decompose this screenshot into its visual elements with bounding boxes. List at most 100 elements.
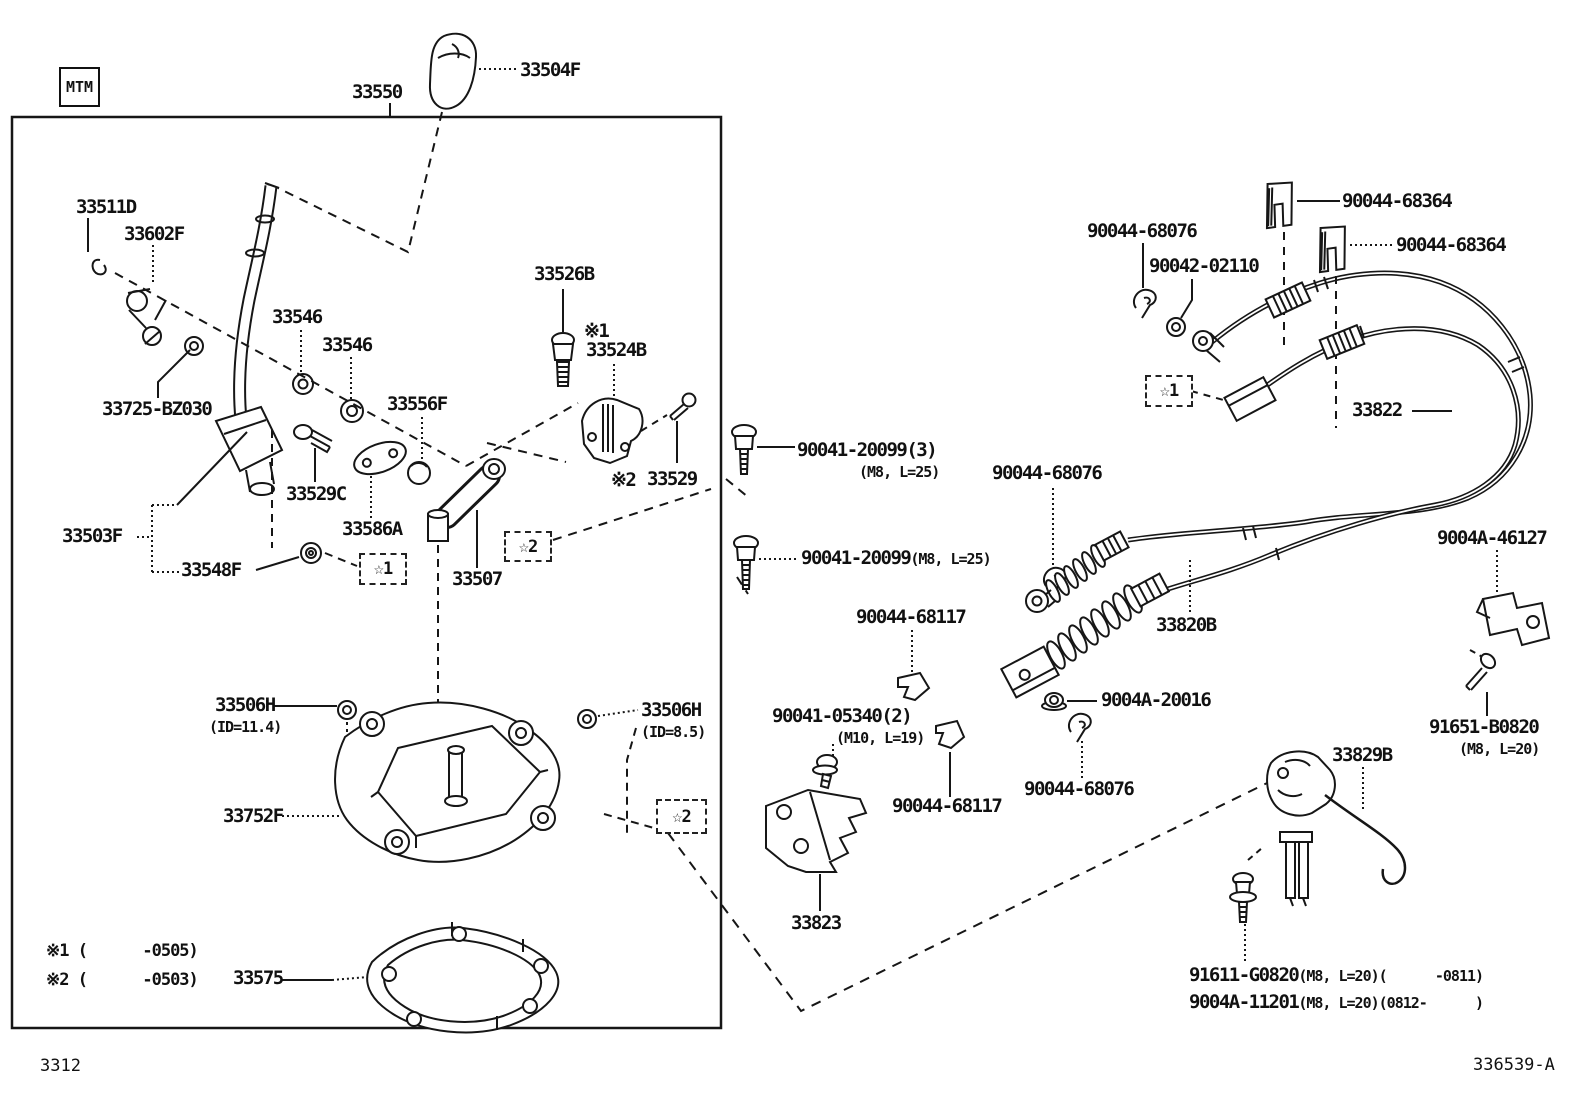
part-label-90042-02110: 90042-02110: [1149, 255, 1260, 277]
grommet-33548F-drawing: [255, 542, 322, 571]
label-leader: [300, 330, 423, 461]
cable-adjusterA-drawing: [1264, 281, 1312, 319]
part-label-33829B: 33829B: [1332, 744, 1393, 766]
bracket-33524B-drawing: [580, 364, 644, 465]
footnote-1: ※1 ( -0505): [46, 941, 199, 961]
part-label-33820B: 33820B: [1156, 614, 1217, 636]
shift-lever-drawing: [214, 182, 284, 496]
grommet-33506H-right-drawing: [577, 709, 639, 836]
label-leader: [137, 504, 180, 573]
part-spec: (M8, L=20)(0812- ): [1298, 994, 1484, 1012]
clevis-end-drawing: [1192, 330, 1225, 363]
part-label-33529: 33529: [647, 468, 698, 490]
part-label-90044-68364-b: 90044-68364: [1396, 234, 1507, 256]
part-label-33546-b: 33546: [322, 334, 373, 356]
part-label-91651-B0820: 91651-B0820(M8, L=20): [1429, 716, 1540, 758]
part-label-90044-68364-a: 90044-68364: [1342, 190, 1453, 212]
star1-marker: ☆1: [373, 559, 394, 579]
cable-adjusterB-drawing: [1318, 323, 1366, 361]
plate-33586A-drawing: [353, 440, 407, 518]
footnote-2: ※2 ( -0503): [46, 970, 199, 990]
assembly-axis-dash: [114, 272, 467, 467]
housing-star-dash: [603, 813, 655, 829]
part-label-9004A-11201: 9004A-11201(M8, L=20)(0812- ): [1189, 991, 1484, 1013]
bolt-20099a-drawing: [731, 424, 795, 475]
part-label-33529C: 33529C: [286, 483, 347, 505]
bracket-68364b-drawing: [1318, 225, 1346, 274]
assembly-axis-dash2: [465, 402, 579, 467]
part-label-33503F: 33503F: [62, 525, 123, 547]
part-label-90041-20099: 90041-20099(M8, L=25): [801, 547, 992, 569]
bushing-drawings: [184, 336, 431, 485]
ref-marker-2: ※2: [611, 469, 637, 491]
part-spec: (M8, L=20)( -0811): [1298, 967, 1484, 985]
grommet-33506H-left-drawing: [274, 700, 357, 788]
cable-33822-drawing: [1127, 270, 1533, 543]
figure-code: 336539-A: [1473, 1055, 1555, 1075]
part-label-33506H-right: 33506H(ID=8.5): [641, 699, 706, 741]
part-spec: (ID=8.5): [641, 723, 706, 741]
shift-knob-drawing: [428, 32, 518, 110]
bolt-33529C-drawing: [293, 424, 333, 482]
bolt-B0820-drawing: [1465, 652, 1497, 716]
bracket-68364a-drawing: [1265, 181, 1293, 230]
transmission-type-tag: MTM: [59, 67, 100, 107]
clip-68076-top-drawing: [1132, 288, 1157, 319]
part-spec: (ID=11.4): [209, 718, 282, 736]
part-label-33752F: 33752F: [223, 805, 284, 827]
star2-marker: ☆2: [518, 536, 539, 557]
panel-border: [10, 115, 723, 1030]
part-spec: (M8, L=25): [910, 550, 991, 568]
part-label-33586A: 33586A: [342, 518, 403, 540]
part-label-90044-68117-up: 90044-68117: [856, 606, 967, 628]
part-label-33575: 33575: [233, 967, 284, 989]
part-label-33506H-left: 33506H(ID=11.4): [209, 694, 282, 736]
pivot-33507-drawing: [427, 458, 506, 568]
part-label-90044-68076-low: 90044-68076: [1024, 778, 1135, 800]
lever-33829B-drawing: [1266, 750, 1407, 907]
star2-marker-box-left: ☆2: [504, 531, 552, 562]
bolt-20099b-drawing: [733, 535, 799, 590]
star2-marker: ☆2: [672, 806, 692, 827]
cross-reference-dash: [667, 762, 1309, 1013]
part-label-33548F: 33548F: [181, 559, 242, 581]
part-label-33507: 33507: [452, 568, 503, 590]
part-spec: (M10, L=19): [836, 729, 925, 747]
nut-20016-drawing: [1041, 692, 1097, 711]
part-label-33526B: 33526B: [534, 263, 595, 285]
part-label-90044-68117-low: 90044-68117: [892, 795, 1003, 817]
part-label-33556F: 33556F: [387, 393, 448, 415]
bolt-05340-drawing: [812, 744, 838, 790]
cable-end-block-drawing: [1223, 375, 1277, 423]
clip-68076-low-drawing: [1067, 712, 1092, 743]
star1-marker-box-left: ☆1: [359, 553, 407, 585]
lever-arm-33602F-drawing: [126, 245, 167, 346]
part-label-91611-G0820: 91611-G0820(M8, L=20)( -0811): [1189, 964, 1484, 986]
part-label-33823: 33823: [791, 912, 842, 934]
bolt-33529-drawing: [669, 392, 697, 463]
star1-dash: [1190, 390, 1228, 402]
part-label-33602F: 33602F: [124, 223, 185, 245]
star1-marker: ☆1: [1159, 381, 1180, 401]
cable-spring-upper-drawing: [1025, 530, 1130, 613]
label-leader: [157, 349, 191, 398]
washer-02110-drawing: [1166, 279, 1193, 337]
part-label-90041-20099-3: 90041-20099(3)(M8, L=25): [797, 439, 940, 481]
panel-exit-dash: [552, 478, 749, 595]
part-label-90044-68076-top: 90044-68076: [1087, 220, 1198, 242]
hook-68117-up-drawing: [897, 630, 931, 702]
part-label-9004A-46127: 9004A-46127: [1437, 527, 1548, 549]
part-spec: (M8, L=25): [859, 463, 940, 481]
part-label-9004A-20016: 9004A-20016: [1101, 689, 1212, 711]
bolt-33526B-drawing: [551, 289, 575, 387]
part-label-33511D: 33511D: [76, 196, 137, 218]
part-spec: (M8, L=20): [1459, 740, 1540, 758]
ref-marker-1: ※1: [584, 320, 610, 342]
part-label-33725-BZ030: 33725-BZ030: [102, 398, 213, 420]
part-label-90044-68076-mid: 90044-68076: [992, 462, 1103, 484]
part-label-33550: 33550: [352, 81, 403, 103]
part-label-33524B: 33524B: [586, 339, 647, 361]
bracket-46127-drawing: [1469, 550, 1551, 661]
